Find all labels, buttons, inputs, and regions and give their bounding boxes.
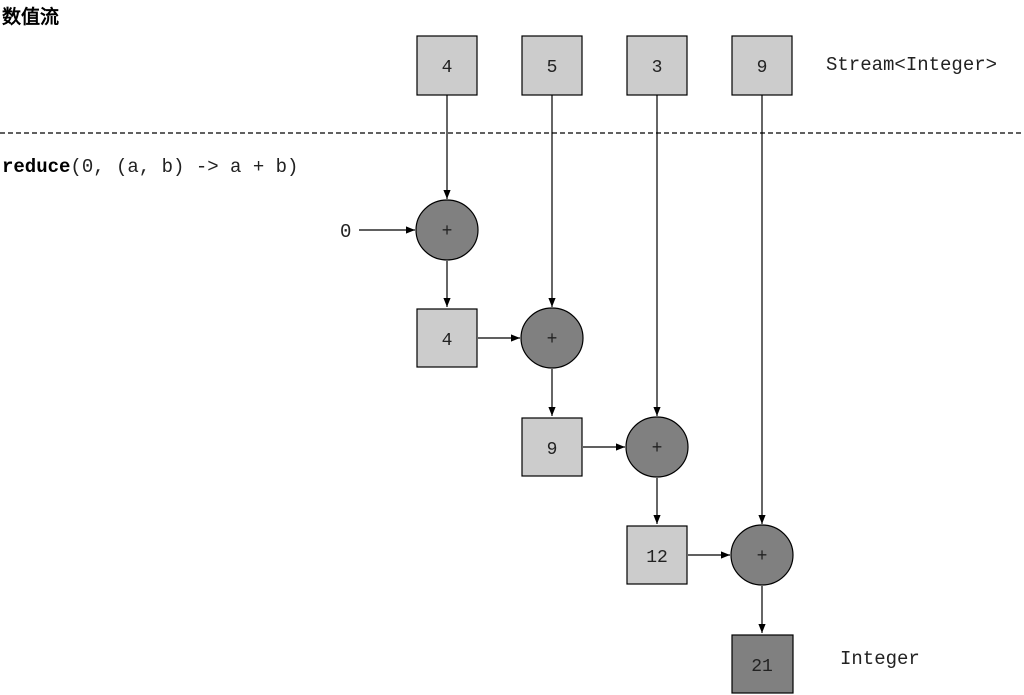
partial-sum-value: 4: [442, 331, 453, 351]
reduce-expression: reduce(0, (a, b) -> a + b): [2, 156, 298, 178]
stream-element-box: 5: [521, 35, 583, 96]
stream-element-box: 4: [416, 35, 478, 96]
plus-operator-node: +: [415, 199, 479, 261]
plus-operator-node: +: [520, 307, 584, 369]
stream-element-box: 3: [626, 35, 688, 96]
plus-operator-symbol: +: [652, 439, 663, 459]
plus-operator-symbol: +: [442, 222, 453, 242]
reduce-arguments: (0, (a, b) -> a + b): [70, 156, 299, 178]
partial-sum-box: 12: [626, 525, 688, 585]
reduce-keyword: reduce: [2, 156, 71, 178]
stream-element-value: 3: [652, 58, 663, 78]
plus-operator-node: +: [730, 524, 794, 586]
stream-element-value: 9: [757, 58, 768, 78]
plus-operator-node: +: [625, 416, 689, 478]
flow-arrows: [359, 95, 766, 633]
plus-operator-symbol: +: [547, 330, 558, 350]
partial-sum-value: 9: [547, 440, 558, 460]
stream-element-value: 5: [547, 58, 558, 78]
diagram-title: 数值流: [2, 6, 60, 28]
plus-operator-symbol: +: [757, 547, 768, 567]
result-box: 21: [731, 634, 794, 694]
partial-sum-value: 12: [646, 548, 668, 568]
result-type-label: Integer: [840, 648, 920, 670]
stream-element-box: 9: [731, 35, 793, 96]
result-value: 21: [751, 657, 773, 677]
partial-sum-box: 9: [521, 417, 583, 477]
stream-element-value: 4: [442, 58, 453, 78]
partial-sum-box: 4: [416, 308, 478, 368]
stream-type-label: Stream<Integer>: [826, 54, 998, 76]
initial-value: 0: [340, 221, 352, 243]
